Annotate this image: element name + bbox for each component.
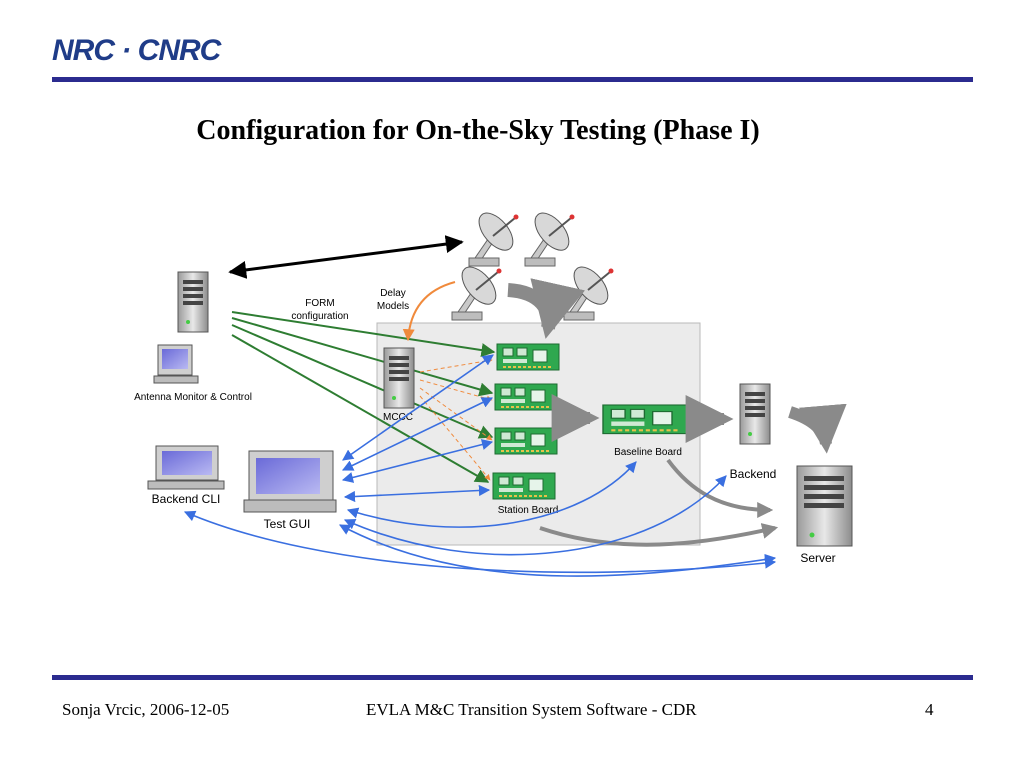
antenna-dish-icon <box>451 260 504 321</box>
backend-label: Backend <box>730 467 777 481</box>
server-label: Server <box>800 551 835 565</box>
monitor-control-arrows <box>183 354 777 577</box>
form-config-label-line1: FORM <box>305 298 334 309</box>
delay-models-label-line2: Models <box>377 301 409 312</box>
station-board-icon <box>494 427 558 455</box>
header-rule <box>52 77 973 82</box>
footer-author-date: Sonja Vrcic, 2006-12-05 <box>62 700 230 719</box>
backend-to-server-arrow <box>788 403 847 454</box>
footer-rule <box>52 675 973 680</box>
delay-models-arrow <box>402 281 456 342</box>
footer-presentation-title: EVLA M&C Transition System Software - CD… <box>366 700 697 719</box>
antenna-dish-icon <box>468 206 521 267</box>
footer-page-number: 4 <box>925 700 934 719</box>
workstation-icon <box>153 344 199 384</box>
slide-title: Configuration for On-the-Sky Testing (Ph… <box>196 115 760 146</box>
form-config-label-line2: configuration <box>291 311 348 322</box>
backend-cli-workstation-icon <box>147 445 225 490</box>
server-icon <box>796 465 853 547</box>
baseline-board-icon <box>601 403 690 435</box>
server-icon <box>177 271 209 333</box>
antenna-link-arrow <box>228 235 464 279</box>
baseline-board-label: Baseline Board <box>614 447 682 458</box>
backend-cli-label: Backend CLI <box>152 492 221 506</box>
mccc-server-icon <box>383 347 415 409</box>
nrc-cnrc-logo: NRC · CNRC <box>52 34 221 67</box>
test-gui-workstation-icon <box>243 450 337 513</box>
test-gui-label: Test GUI <box>264 517 311 531</box>
station-board-icon <box>496 343 560 371</box>
antenna-mc-label: Antenna Monitor & Control <box>134 392 252 403</box>
backend-server-icon <box>739 383 771 445</box>
antenna-dish-icon <box>563 260 616 321</box>
station-board-icon <box>492 472 556 500</box>
antenna-data-arrow <box>507 278 586 339</box>
antenna-dish-icon <box>524 206 577 267</box>
station-board-icon <box>494 383 558 411</box>
delay-models-label-line1: Delay <box>380 288 406 299</box>
